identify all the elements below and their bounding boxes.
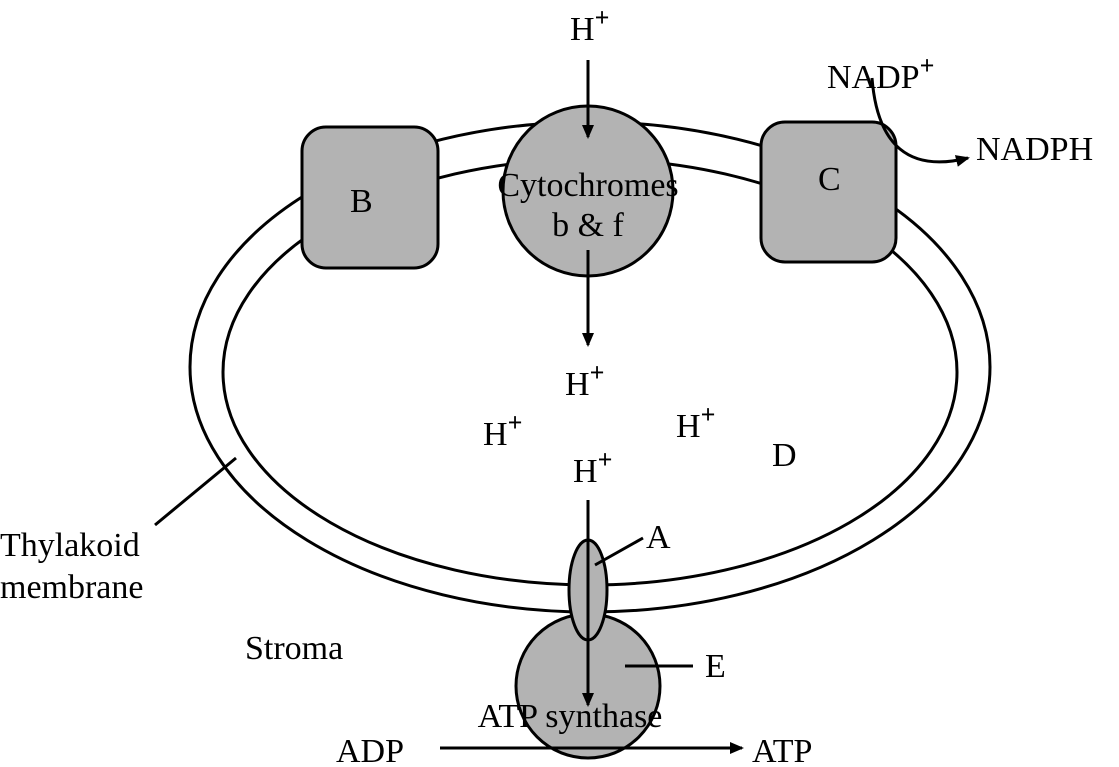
- thylakoid-label: Thylakoid: [0, 527, 140, 564]
- h-1: H+: [565, 358, 604, 403]
- arrow-nadp: [870, 77, 970, 167]
- nadph-label: NADPH: [976, 131, 1093, 168]
- pointer-membrane: [154, 456, 237, 527]
- label-c: C: [818, 161, 841, 198]
- atp-synthase-label: ATP synthase: [478, 698, 663, 735]
- label-b: B: [350, 183, 373, 220]
- h-2: H+: [483, 408, 522, 453]
- label-d: D: [772, 437, 797, 474]
- label-a: A: [646, 519, 671, 556]
- nadp-label: NADP+: [827, 51, 934, 96]
- complex-b: [300, 125, 440, 270]
- atp-label: ATP: [752, 733, 812, 767]
- pointer-a: [594, 536, 644, 567]
- h-top: H+: [570, 3, 609, 48]
- adp-label: ADP: [336, 733, 404, 767]
- h-3: H+: [676, 400, 715, 445]
- cytochromes-label-2: b & f: [552, 207, 624, 244]
- membrane-label: membrane: [0, 569, 144, 606]
- stroma-label: Stroma: [245, 630, 343, 667]
- cytochromes-label: Cytochromes: [497, 167, 678, 204]
- label-e: E: [705, 648, 726, 685]
- complex-c: [759, 120, 898, 264]
- h-4: H+: [573, 445, 612, 490]
